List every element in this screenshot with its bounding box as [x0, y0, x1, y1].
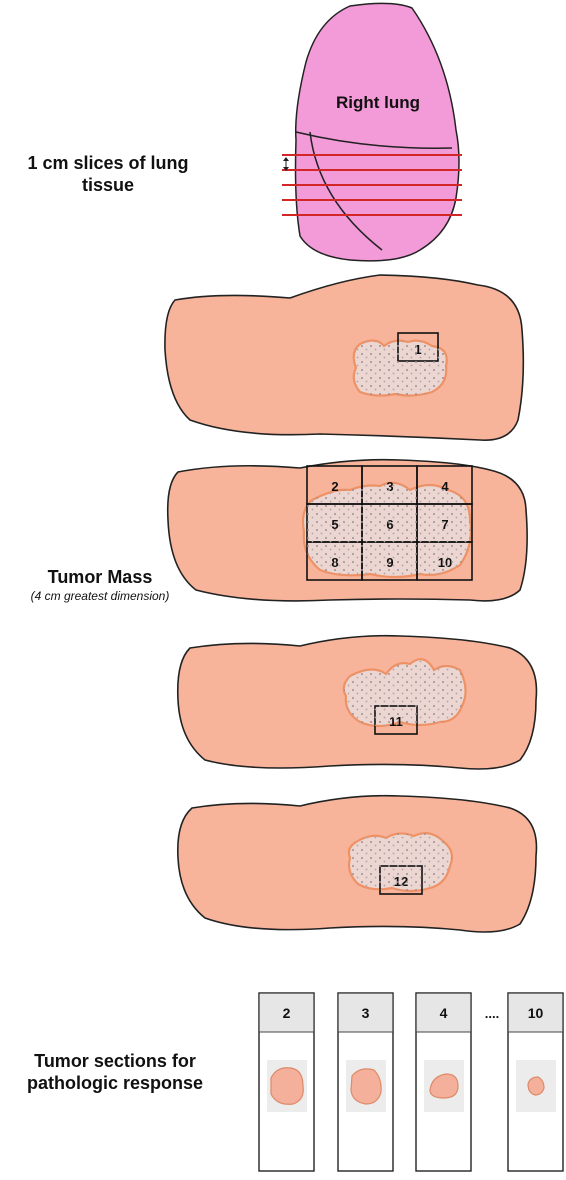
tissue-slice-2: 2345678910	[168, 460, 527, 601]
tumor-cells	[354, 340, 447, 395]
slide-2: 2	[259, 993, 314, 1171]
lung-label: Right lung	[336, 93, 420, 112]
slide-4: 4	[416, 993, 471, 1171]
lung-shape	[296, 3, 460, 260]
slide-number: 2	[283, 1005, 291, 1021]
tissue-section	[351, 1069, 381, 1104]
tissue-section	[271, 1068, 303, 1105]
slides-ellipsis: ....	[485, 1006, 499, 1021]
slide-number: 4	[440, 1005, 448, 1021]
tissue-shape	[165, 275, 523, 440]
slide-number: 3	[362, 1005, 370, 1021]
tumor-cells	[303, 483, 471, 577]
slide-number: 10	[528, 1005, 544, 1021]
tissue-slice-4: 12	[178, 796, 537, 932]
tissue-slice-1: 1	[165, 275, 523, 440]
slide-3: 3	[338, 993, 393, 1171]
tumor-cells	[349, 833, 452, 891]
slide-10: 10	[508, 993, 563, 1171]
tissue-section	[528, 1077, 544, 1095]
right-lung: Right lung	[282, 3, 462, 260]
slice-thickness-arrow-icon	[283, 157, 289, 171]
tissue-slice-3: 11	[178, 636, 537, 769]
pathology-slides: 2 3 4 10....	[259, 993, 563, 1171]
